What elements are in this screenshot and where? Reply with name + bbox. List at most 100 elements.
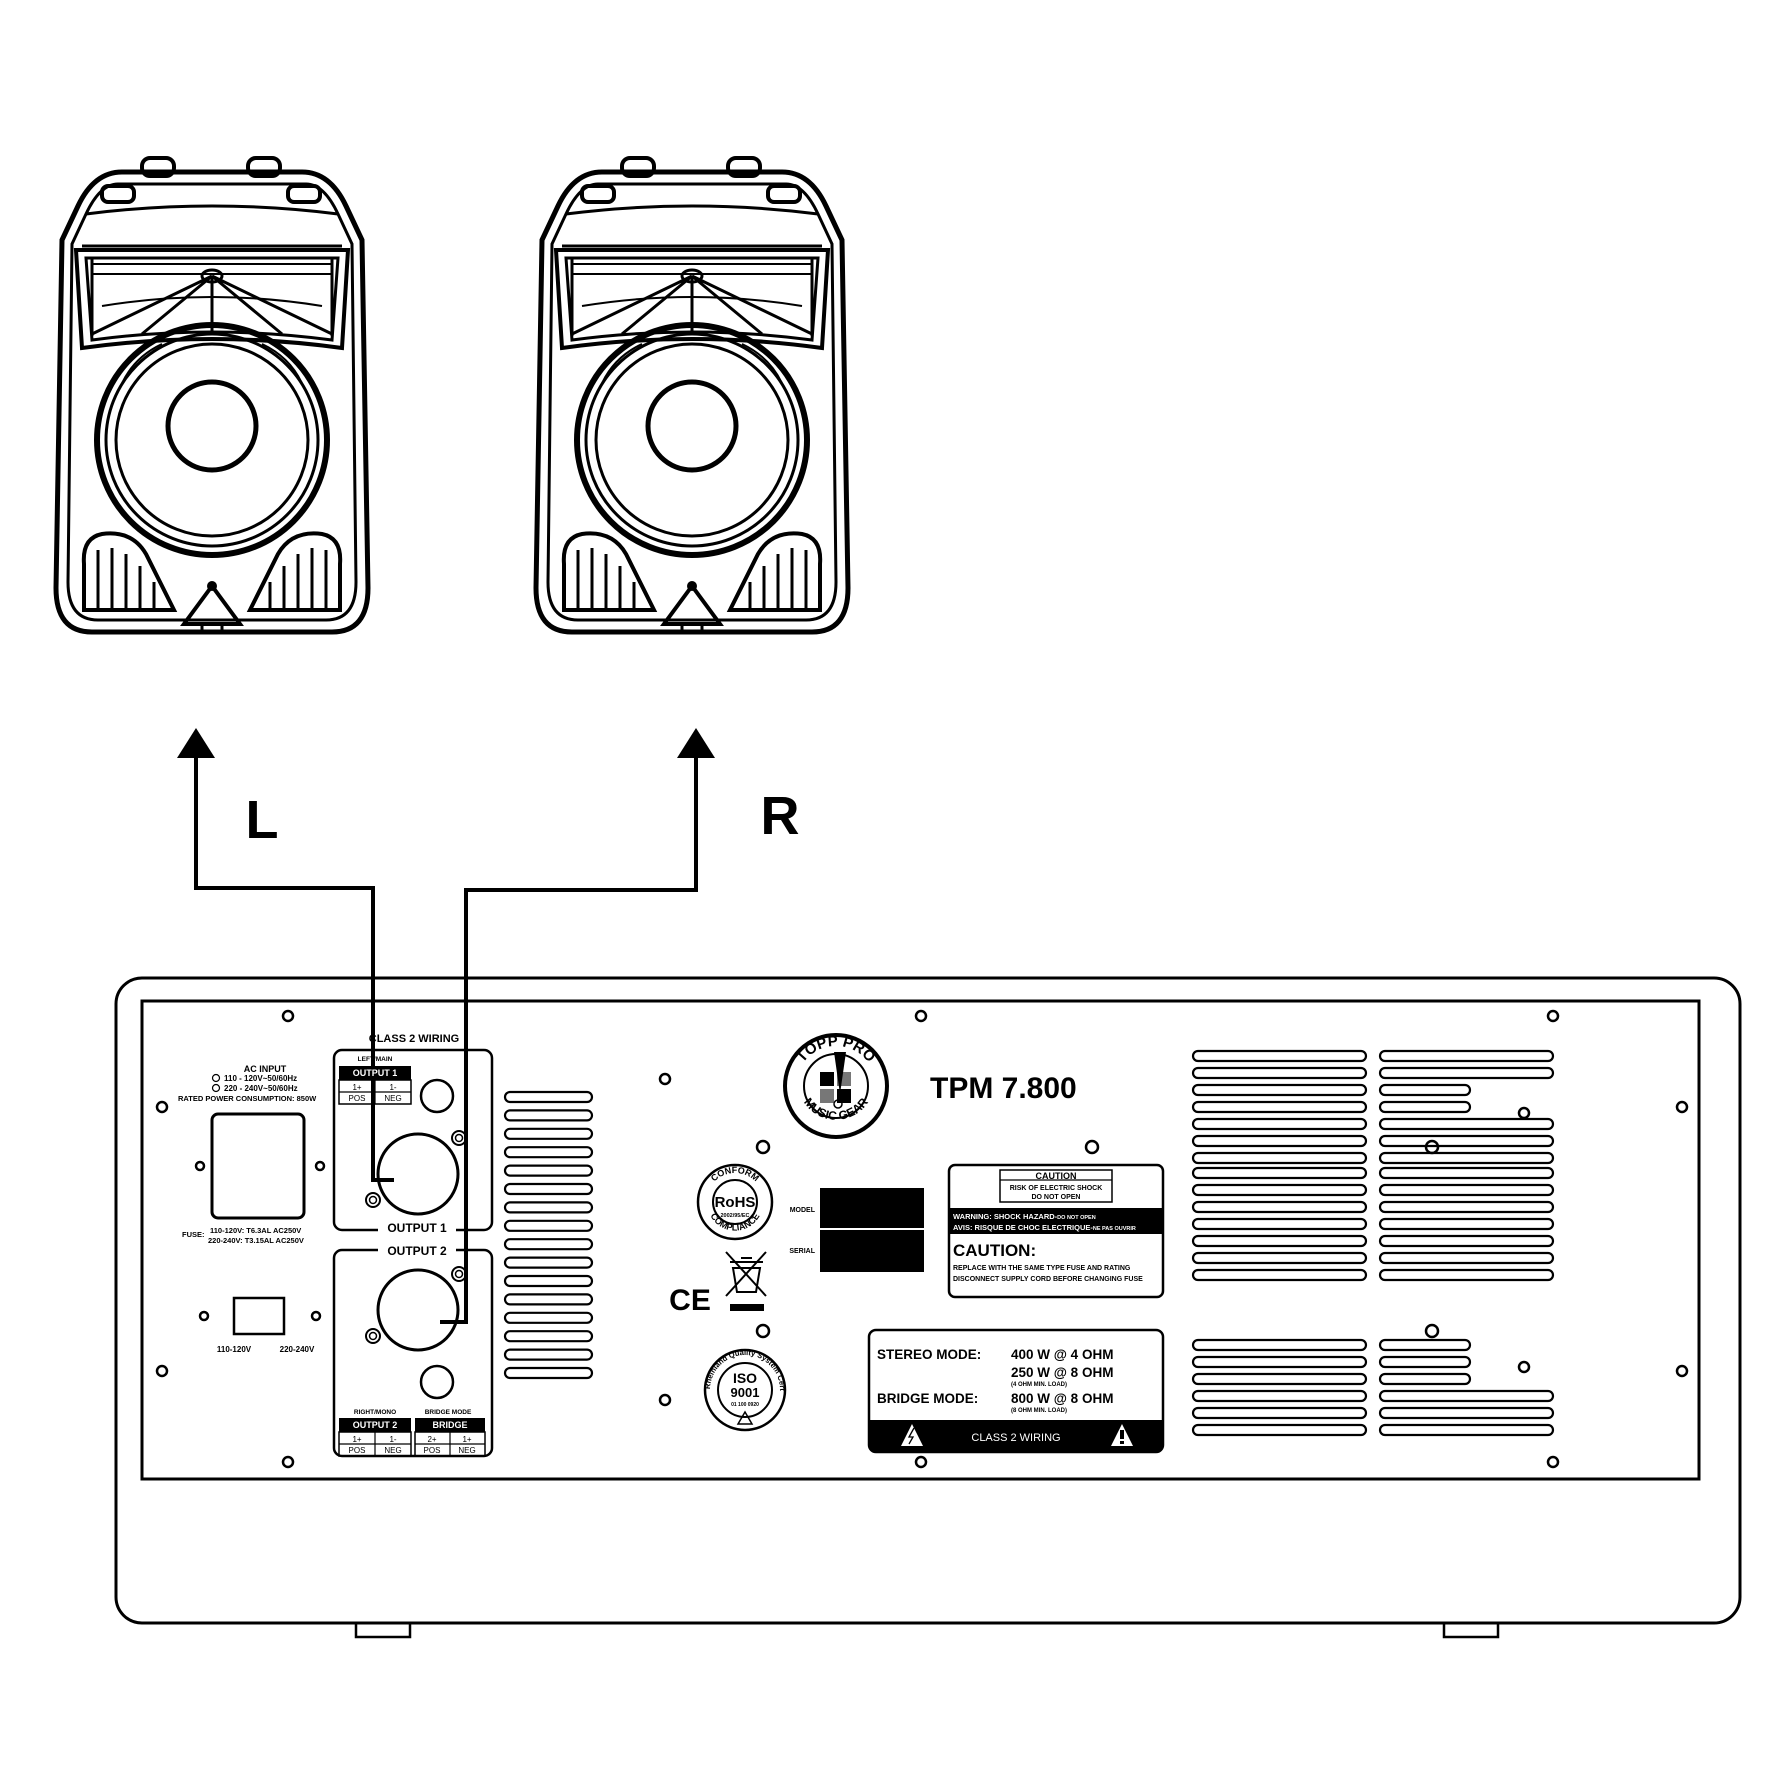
ce-mark: CE [669, 1284, 711, 1317]
serial-label: SERIAL [789, 1248, 815, 1255]
output2-pin2: 1- [389, 1435, 396, 1444]
vent-slot [1378, 1338, 1472, 1352]
left-speaker-cable [194, 754, 394, 1182]
vent-slot [1191, 1166, 1368, 1180]
left-channel-label: L [246, 790, 279, 850]
caution-risk-line: RISK OF ELECTRIC SHOCK [1010, 1185, 1103, 1192]
output1-header-label: OUTPUT 1 [353, 1068, 398, 1078]
weee-bin-icon [725, 1251, 767, 1311]
vent-slot [503, 1219, 594, 1232]
vent-slot [1191, 1372, 1368, 1386]
vent-slot [1378, 1268, 1555, 1282]
vent-slot [1378, 1183, 1555, 1197]
vent-slot [1191, 1117, 1368, 1131]
output2-label: OUTPUT 2 [387, 1244, 447, 1258]
vent-slot [503, 1090, 594, 1104]
stereo-mode-4ohm: 400 W @ 4 OHM [1011, 1347, 1113, 1362]
bridge-pos: POS [424, 1446, 441, 1455]
output2-footer-label: OUTPUT 2 [353, 1420, 398, 1430]
model-plate [820, 1188, 924, 1228]
ac-input-voltage-1: 110 - 120V~50/60Hz [224, 1074, 297, 1083]
vent-slot [1191, 1049, 1368, 1063]
vent-slot [1378, 1355, 1472, 1369]
bridge-mode-title: BRIDGE MODE [425, 1409, 472, 1416]
iso-9001-seal: TUV Rheinland Quality System Certified I… [0, 0, 787, 1432]
model-label: MODEL [790, 1207, 816, 1214]
bridge-footer-label: BRIDGE [432, 1420, 467, 1430]
power-spec-label: STEREO MODE: 400 W @ 4 OHM 250 W @ 8 OHM… [867, 1328, 1165, 1454]
caution-disconnect: DISCONNECT SUPPLY CORD BEFORE CHANGING F… [953, 1276, 1143, 1283]
caution-do-not-open: DO NOT OPEN [1031, 1194, 1080, 1201]
vent-slot [1191, 1423, 1368, 1437]
vent-slot [1378, 1217, 1555, 1231]
vent-slot [1191, 1183, 1368, 1197]
caution-title: CAUTION: [953, 1241, 1036, 1260]
stereo-mode-8ohm: 250 W @ 8 OHM [1011, 1365, 1113, 1380]
ac-input-voltage-2: 220 - 240V~50/60Hz [224, 1084, 298, 1093]
vent-slot [1378, 1083, 1472, 1097]
fuse-rating-1: 110-120V: T6.3AL AC250V [210, 1226, 301, 1235]
output1-label: OUTPUT 1 [387, 1221, 447, 1235]
vent-slot [503, 1164, 594, 1177]
ac-input-title: AC INPUT [244, 1064, 287, 1074]
right-mono-title: RIGHT/MONO [354, 1409, 396, 1416]
vent-slot [1191, 1268, 1368, 1282]
warning-line: WARNING: SHOCK HAZARD-DO NOT OPEN [953, 1212, 1096, 1221]
vent-slot [1378, 1372, 1472, 1386]
iso-cert-number: 01 100 0920 [731, 1402, 759, 1408]
rated-power-consumption: RATED POWER CONSUMPTION: 850W [178, 1094, 317, 1103]
ac-input-section: AC INPUT 110 - 120V~50/60Hz 220 - 240V~5… [178, 1064, 317, 1354]
vent-slot [503, 1146, 594, 1159]
output-section: CLASS 2 WIRING LEFT/MAIN OUTPUT 1 1+ 1- … [332, 1033, 494, 1458]
bridge-neg: NEG [458, 1446, 475, 1455]
vent-slot [1191, 1066, 1368, 1080]
voltage-option-110: 110-120V [217, 1345, 252, 1354]
vent-slot [503, 1201, 594, 1214]
topp-pro-logo: TOPP PRO MUSIC GEAR [783, 1033, 889, 1139]
bridge-mode-label: BRIDGE MODE: [877, 1391, 978, 1406]
vent-slot [503, 1366, 594, 1380]
left-main-title: LEFT/MAIN [358, 1056, 393, 1063]
vent-slot [1191, 1200, 1368, 1214]
left-speaker [56, 158, 368, 632]
bridge-min-load: (8 OHM MIN. LOAD) [1011, 1408, 1067, 1414]
class2-wiring-top: CLASS 2 WIRING [369, 1033, 459, 1045]
caution-label: CAUTION RISK OF ELECTRIC SHOCK DO NOT OP… [947, 1163, 1165, 1299]
left-cable-arrow [177, 728, 215, 758]
iso-ring-text: TUV Rheinland Quality System Certified [0, 0, 787, 1391]
voltage-selector-switch[interactable] [232, 1296, 286, 1336]
output1-neg: NEG [384, 1094, 401, 1103]
vent-slot [1378, 1049, 1555, 1063]
rohs-directive: 2002/95/EC [720, 1213, 749, 1219]
vent-slot [1191, 1355, 1368, 1369]
output2-pos: POS [349, 1446, 366, 1455]
vent-slot [1191, 1389, 1368, 1403]
vent-slot [1191, 1100, 1368, 1114]
vent-slot [1378, 1200, 1555, 1214]
amplifier-model: TPM 7.800 [930, 1072, 1077, 1105]
vent-slot [503, 1238, 594, 1251]
vent-slot [1191, 1151, 1368, 1165]
stereo-min-load: (4 OHM MIN. LOAD) [1011, 1382, 1067, 1388]
output1-pos: POS [349, 1094, 366, 1103]
vent-slot [1378, 1100, 1472, 1114]
bridge-pin1: 2+ [427, 1435, 436, 1444]
vent-slot [1378, 1117, 1555, 1131]
vent-slot [1378, 1151, 1555, 1165]
vent-slot [1378, 1406, 1555, 1420]
vent-slot [1191, 1251, 1368, 1265]
vent-slot [503, 1311, 594, 1324]
right-cable-arrow [677, 728, 715, 758]
output1-speakon-jack[interactable] [376, 1132, 460, 1216]
vent-slot [1191, 1338, 1368, 1352]
fuse-rating-2: 220-240V: T3.15AL AC250V [208, 1236, 304, 1245]
stereo-mode-label: STEREO MODE: [877, 1347, 981, 1362]
vent-slot [1191, 1406, 1368, 1420]
voltage-option-220: 220-240V [280, 1345, 315, 1354]
vent-slot [1191, 1217, 1368, 1231]
vent-slot [1378, 1134, 1555, 1148]
output2-pin1: 1+ [352, 1435, 361, 1444]
output2-speakon-jack[interactable] [376, 1268, 460, 1352]
iec-power-inlet[interactable] [210, 1112, 306, 1220]
